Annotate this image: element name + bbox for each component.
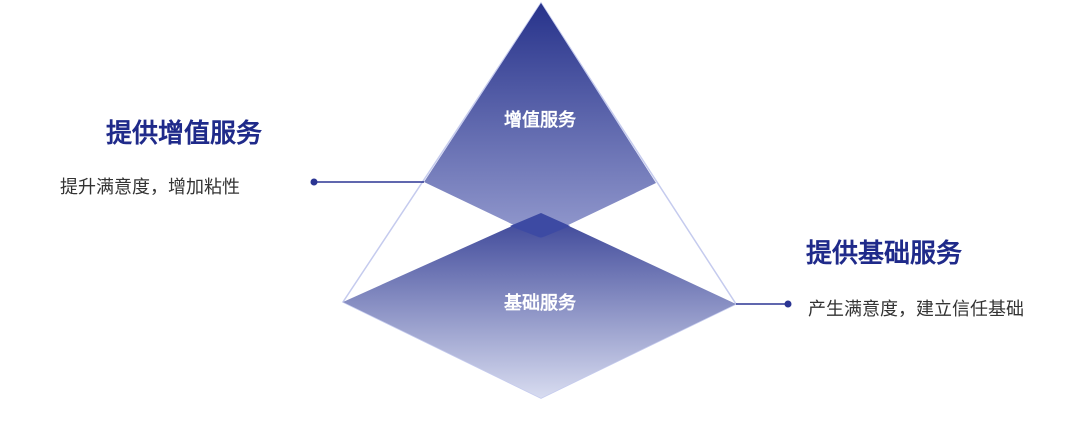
value-added-service-title: 提供增值服务 (106, 119, 263, 149)
value-added-service-description: 提升满意度，增加粘性 (60, 177, 240, 198)
base-tier-label: 基础服务 (503, 292, 577, 314)
tier-overlap-shape (510, 213, 570, 238)
right-connector-dot (784, 300, 792, 308)
base-service-title: 提供基础服务 (806, 239, 963, 269)
base-service-description: 产生满意度，建立信任基础 (808, 299, 1024, 320)
left-connector-dot (310, 178, 318, 186)
value-added-tier-shape (424, 3, 656, 238)
base-tier-shape (343, 213, 736, 398)
value-added-tier-label: 增值服务 (504, 109, 577, 131)
